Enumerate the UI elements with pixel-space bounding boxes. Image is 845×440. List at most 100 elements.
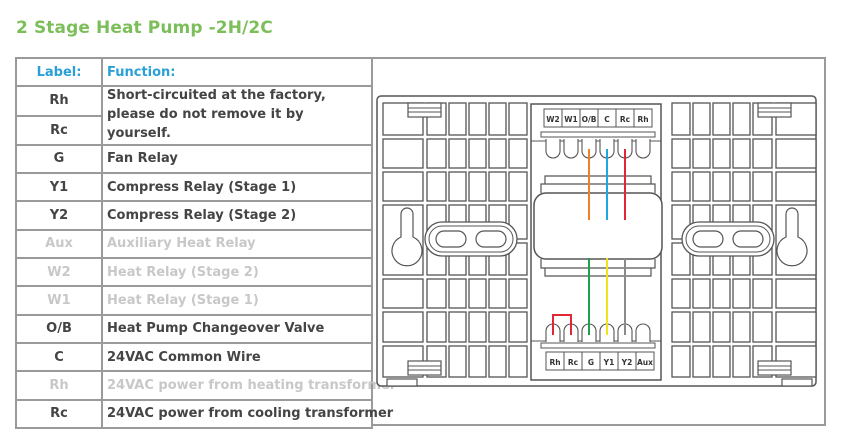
terminal-function: 24VAC Common Wire bbox=[101, 341, 373, 373]
grid-cell bbox=[426, 138, 447, 169]
grid-cell bbox=[775, 138, 817, 169]
table-row: W2 Heat Relay (Stage 2) bbox=[15, 257, 373, 288]
terminal-function: Heat Relay (Stage 2) bbox=[101, 257, 373, 288]
grid-cell bbox=[732, 102, 751, 136]
grid-cell bbox=[712, 311, 731, 343]
terminal-strip bbox=[540, 342, 656, 349]
grid-cell bbox=[671, 242, 691, 276]
grid-cell bbox=[508, 138, 528, 169]
grid-cell bbox=[692, 171, 711, 202]
grid-cell bbox=[508, 345, 528, 378]
grid-cell bbox=[671, 138, 691, 169]
grid-cell bbox=[426, 171, 447, 202]
latch-clip bbox=[757, 102, 792, 118]
grid-cell bbox=[488, 171, 507, 202]
grid-cell bbox=[752, 311, 773, 343]
grid-cell bbox=[448, 311, 467, 343]
grid-cell bbox=[775, 171, 817, 202]
grid-cell bbox=[712, 345, 731, 378]
grid-cell bbox=[468, 278, 487, 309]
terminal-label: Y1 bbox=[603, 358, 615, 367]
terminal-label: W1 bbox=[564, 115, 578, 124]
grid-cell bbox=[468, 138, 487, 169]
terminal-label-box bbox=[635, 351, 655, 371]
table-row: Rc bbox=[15, 114, 372, 146]
mounting-slot-outer bbox=[685, 225, 771, 253]
grid-cell bbox=[488, 102, 507, 136]
wiring-table: Label: Function: Rh Short-circuited at t… bbox=[15, 56, 396, 429]
grid-cell bbox=[671, 171, 691, 202]
connector-bracket-bottom bbox=[544, 268, 652, 277]
connector-bracket-top bbox=[544, 175, 652, 184]
grid-cell bbox=[671, 311, 691, 343]
grid-cell bbox=[752, 278, 773, 309]
terminal-label: Y1 bbox=[15, 172, 103, 203]
terminal-label: C bbox=[15, 341, 103, 373]
grid-cell bbox=[468, 171, 487, 202]
connector-bracket-bottom bbox=[540, 259, 656, 269]
terminal-function: Short-circuited at the factory, please d… bbox=[101, 85, 373, 146]
terminal-label: Rc bbox=[15, 398, 103, 429]
grid-cell bbox=[448, 138, 467, 169]
table-row: G Fan Relay bbox=[15, 143, 373, 175]
grid-cell bbox=[692, 278, 711, 309]
terminal-label: G bbox=[588, 358, 594, 367]
mounting-slot-hole bbox=[692, 230, 724, 248]
table-header-row: Label: Function: bbox=[15, 56, 373, 88]
table-row: Aux Auxiliary Heat Relay bbox=[15, 228, 373, 260]
terminal-label: G bbox=[15, 143, 103, 175]
latch-clip bbox=[757, 360, 792, 376]
table-row: Rc 24VAC power from cooling transformer bbox=[15, 398, 393, 429]
connector-socket bbox=[533, 192, 663, 260]
terminal-function: Compress Relay (Stage 1) bbox=[101, 172, 373, 203]
grid-cell bbox=[468, 311, 487, 343]
grid-cell bbox=[508, 278, 528, 309]
grid-cell bbox=[732, 171, 751, 202]
grid-cell bbox=[488, 311, 507, 343]
grid-cell bbox=[671, 345, 691, 378]
grid-cell bbox=[382, 171, 424, 202]
grid-cell bbox=[732, 138, 751, 169]
grid-cell bbox=[488, 138, 507, 169]
jumper-wire bbox=[552, 314, 572, 335]
terminal-label: Aux bbox=[15, 228, 103, 260]
left-grid bbox=[382, 102, 528, 387]
mounting-slot-hole bbox=[732, 230, 764, 248]
bottom-notch bbox=[781, 378, 813, 387]
table-row: C 24VAC Common Wire bbox=[15, 341, 373, 373]
right-grid bbox=[671, 102, 817, 387]
grid-cell bbox=[692, 311, 711, 343]
terminal-function: Fan Relay bbox=[101, 143, 373, 175]
mounting-slot-outer bbox=[428, 225, 514, 253]
terminal-label: Rh bbox=[15, 370, 103, 401]
terminal-label: Rh bbox=[549, 358, 560, 367]
terminal-function: Heat Pump Changeover Valve bbox=[101, 313, 373, 344]
grid-cell bbox=[692, 345, 711, 378]
grid-cell bbox=[732, 278, 751, 309]
grid-cell bbox=[508, 311, 528, 343]
table-row: Y1 Compress Relay (Stage 1) bbox=[15, 172, 373, 203]
latch-clip bbox=[407, 102, 442, 118]
grid-cell bbox=[712, 278, 731, 309]
grid-cell bbox=[448, 278, 467, 309]
terminal-function: Heat Relay (Stage 1) bbox=[101, 285, 373, 316]
terminal-label: Rh bbox=[15, 85, 103, 117]
terminal-label: Rc bbox=[15, 114, 103, 146]
grid-cell bbox=[775, 278, 817, 309]
terminal-label: Aux bbox=[637, 358, 653, 367]
label-column-header: Label: bbox=[15, 56, 103, 88]
terminal-label: O/B bbox=[15, 313, 103, 344]
grid-cell bbox=[468, 345, 487, 378]
grid-cell bbox=[448, 171, 467, 202]
grid-cell bbox=[712, 102, 731, 136]
latch-clip bbox=[407, 360, 442, 376]
grid-cell bbox=[752, 171, 773, 202]
grid-cell bbox=[448, 345, 467, 378]
page-title: 2 Stage Heat Pump -2H/2C bbox=[16, 18, 273, 38]
grid-cell bbox=[752, 138, 773, 169]
table-row: Y2 Compress Relay (Stage 2) bbox=[15, 200, 373, 231]
grid-cell bbox=[671, 278, 691, 309]
